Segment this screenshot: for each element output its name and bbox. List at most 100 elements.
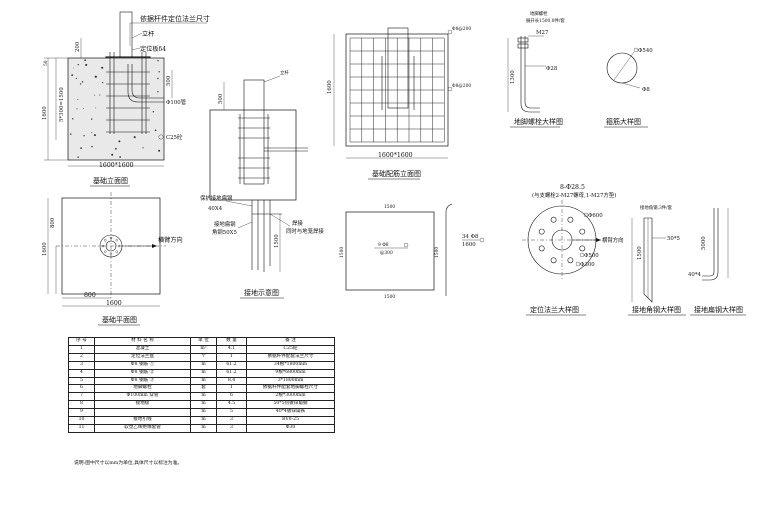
plan-bolt bbox=[109, 252, 113, 256]
flange-hole bbox=[567, 216, 574, 223]
flange-hole bbox=[579, 245, 586, 252]
elevation-conduit-label: Φ100管 bbox=[166, 98, 187, 106]
grounding-pole bbox=[243, 79, 265, 185]
table-cell: 3 bbox=[216, 423, 247, 433]
concrete-speck bbox=[102, 81, 104, 84]
concrete-speck bbox=[157, 91, 159, 93]
table-cell: 8.4 bbox=[216, 376, 247, 386]
table-cell: 5 bbox=[216, 408, 247, 418]
concrete-speck bbox=[91, 132, 93, 134]
table-cell: 34根*1800mm bbox=[246, 360, 335, 370]
flange-title1: 8-Φ28.5 bbox=[560, 184, 585, 191]
table-cell: 2根*3000mm bbox=[246, 392, 335, 402]
table-cell: 4 bbox=[68, 368, 95, 378]
angle-dim-1500: 1500 bbox=[637, 246, 643, 260]
mat-dim-bottom: 1500 bbox=[384, 295, 395, 300]
concrete-speck bbox=[72, 67, 74, 69]
flatbar-detail: 5000 40*4 接地扁钢大样图 bbox=[688, 208, 746, 316]
concrete-speck bbox=[118, 140, 121, 143]
table-cell: 3*1800mm bbox=[246, 376, 335, 386]
elevation-dim-200: 200 bbox=[75, 41, 81, 52]
concrete-speck bbox=[93, 134, 96, 137]
grounding-conn-spec: 角钢50X5 bbox=[212, 228, 237, 236]
plan-dim-1600h: 1600 bbox=[106, 300, 122, 307]
grounding-pole-label: 立杆 bbox=[280, 69, 289, 76]
concrete-speck bbox=[83, 135, 85, 137]
plan-dim-1600v: 1600 bbox=[42, 242, 48, 256]
concrete-speck bbox=[94, 94, 96, 96]
concrete-speck bbox=[142, 147, 144, 149]
grounding-protect-spec: 40X4 bbox=[208, 206, 223, 212]
anchor-title2: 展开长1500,8件/套 bbox=[526, 17, 565, 24]
hoop-detail: Φ540 Φ8 箍筋大样图 bbox=[604, 47, 653, 128]
grounding-caption: 接地示意图 bbox=[244, 288, 279, 297]
table-cell: 8 bbox=[68, 400, 95, 410]
concrete-speck bbox=[79, 83, 82, 85]
elevation-top-note: 依据杆件定位法兰尺寸 bbox=[140, 14, 210, 23]
concrete-speck bbox=[85, 63, 88, 66]
table-cell: 1 bbox=[68, 344, 95, 354]
table-cell: 3 bbox=[216, 416, 247, 425]
rebar-caption: 基础配筋立面图 bbox=[372, 169, 421, 178]
grounding-dim-1500: 1500 bbox=[274, 234, 280, 248]
rebar-dim-1600v: 1600 bbox=[327, 80, 333, 94]
mat-center-label: 9 Φ8 bbox=[378, 243, 389, 248]
rebar-label-a: Φ8@200 bbox=[452, 27, 471, 32]
anchor-dim-28: Φ28 bbox=[546, 66, 558, 72]
concrete-speck bbox=[77, 156, 79, 158]
table-cell: Φ30 bbox=[246, 423, 335, 433]
plan-bolt bbox=[115, 250, 118, 253]
table-cell: Φ100mm 穿管 bbox=[94, 392, 191, 402]
table-cell: m bbox=[190, 408, 217, 418]
plan-bolt bbox=[104, 239, 107, 242]
table-cell: 3 bbox=[68, 360, 95, 370]
elevation-grade: C25砼 bbox=[166, 133, 183, 141]
table-cell: C25砼 bbox=[246, 344, 335, 354]
grounding-protect-label: 保护接地扁钢 bbox=[200, 194, 232, 202]
flange-hole bbox=[550, 216, 557, 223]
anchor-dim-1300: 1300 bbox=[510, 70, 516, 84]
flange-arm-direction: 横臂方向 bbox=[602, 236, 624, 244]
table-cell: 地脚螺栓 bbox=[94, 384, 191, 394]
concrete-speck bbox=[77, 99, 79, 100]
plan-bolt bbox=[101, 244, 105, 248]
flange-title2: (与支螺栓2-M27螺母,1-M27方垫) bbox=[532, 191, 616, 199]
table-header-cell: 序 号 bbox=[68, 337, 95, 346]
concrete-speck bbox=[71, 118, 74, 120]
table-cell: 个 bbox=[190, 352, 217, 362]
elevation-dim-500: 500 bbox=[166, 75, 172, 86]
concrete-speck bbox=[76, 108, 78, 110]
flange-dim-300: Φ300 bbox=[580, 262, 595, 268]
rebar-elevation: Φ8@200 Φ8@200 1600 1600*1600 基础配筋立面图 bbox=[327, 27, 471, 180]
flange-hole bbox=[538, 245, 545, 252]
angle-title: 接地角钢,3件/套 bbox=[640, 204, 673, 211]
concrete-speck bbox=[158, 149, 161, 152]
table-cell: 7 bbox=[68, 392, 95, 402]
elevation-plate-label: 定位板δ4 bbox=[140, 45, 166, 53]
table-cell: 1 bbox=[216, 384, 247, 394]
concrete-speck bbox=[77, 64, 79, 66]
rebar-pole bbox=[387, 27, 409, 109]
mat-dim-top: 1500 bbox=[384, 205, 395, 210]
table-cell: 11 bbox=[68, 423, 95, 433]
table-cell: m bbox=[190, 423, 217, 433]
anchor-caption: 地脚螺栓大样图 bbox=[514, 117, 563, 126]
concrete-speck bbox=[111, 153, 114, 156]
elevation-dim-1300: 5*300=1500 bbox=[59, 87, 65, 122]
angle-detail: 接地角钢,3件/套 1500 50*5 接地角钢大样图 bbox=[628, 204, 686, 316]
flatbar-caption: 接地扁钢大样图 bbox=[694, 305, 743, 314]
flange-detail: 8-Φ28.5 (与支螺栓2-M27螺母,1-M27方垫) 横臂方向 Φ600 … bbox=[522, 184, 624, 316]
table-cell: 混凝土 bbox=[94, 344, 191, 354]
concrete-speck bbox=[119, 156, 121, 158]
rebar-dim-1600h: 1600*1600 bbox=[378, 152, 413, 159]
concrete-speck bbox=[94, 75, 97, 78]
plan-arm-direction: 横臂方向 bbox=[158, 236, 183, 244]
table-cell: 50*5热镀锌角钢 bbox=[246, 400, 335, 410]
